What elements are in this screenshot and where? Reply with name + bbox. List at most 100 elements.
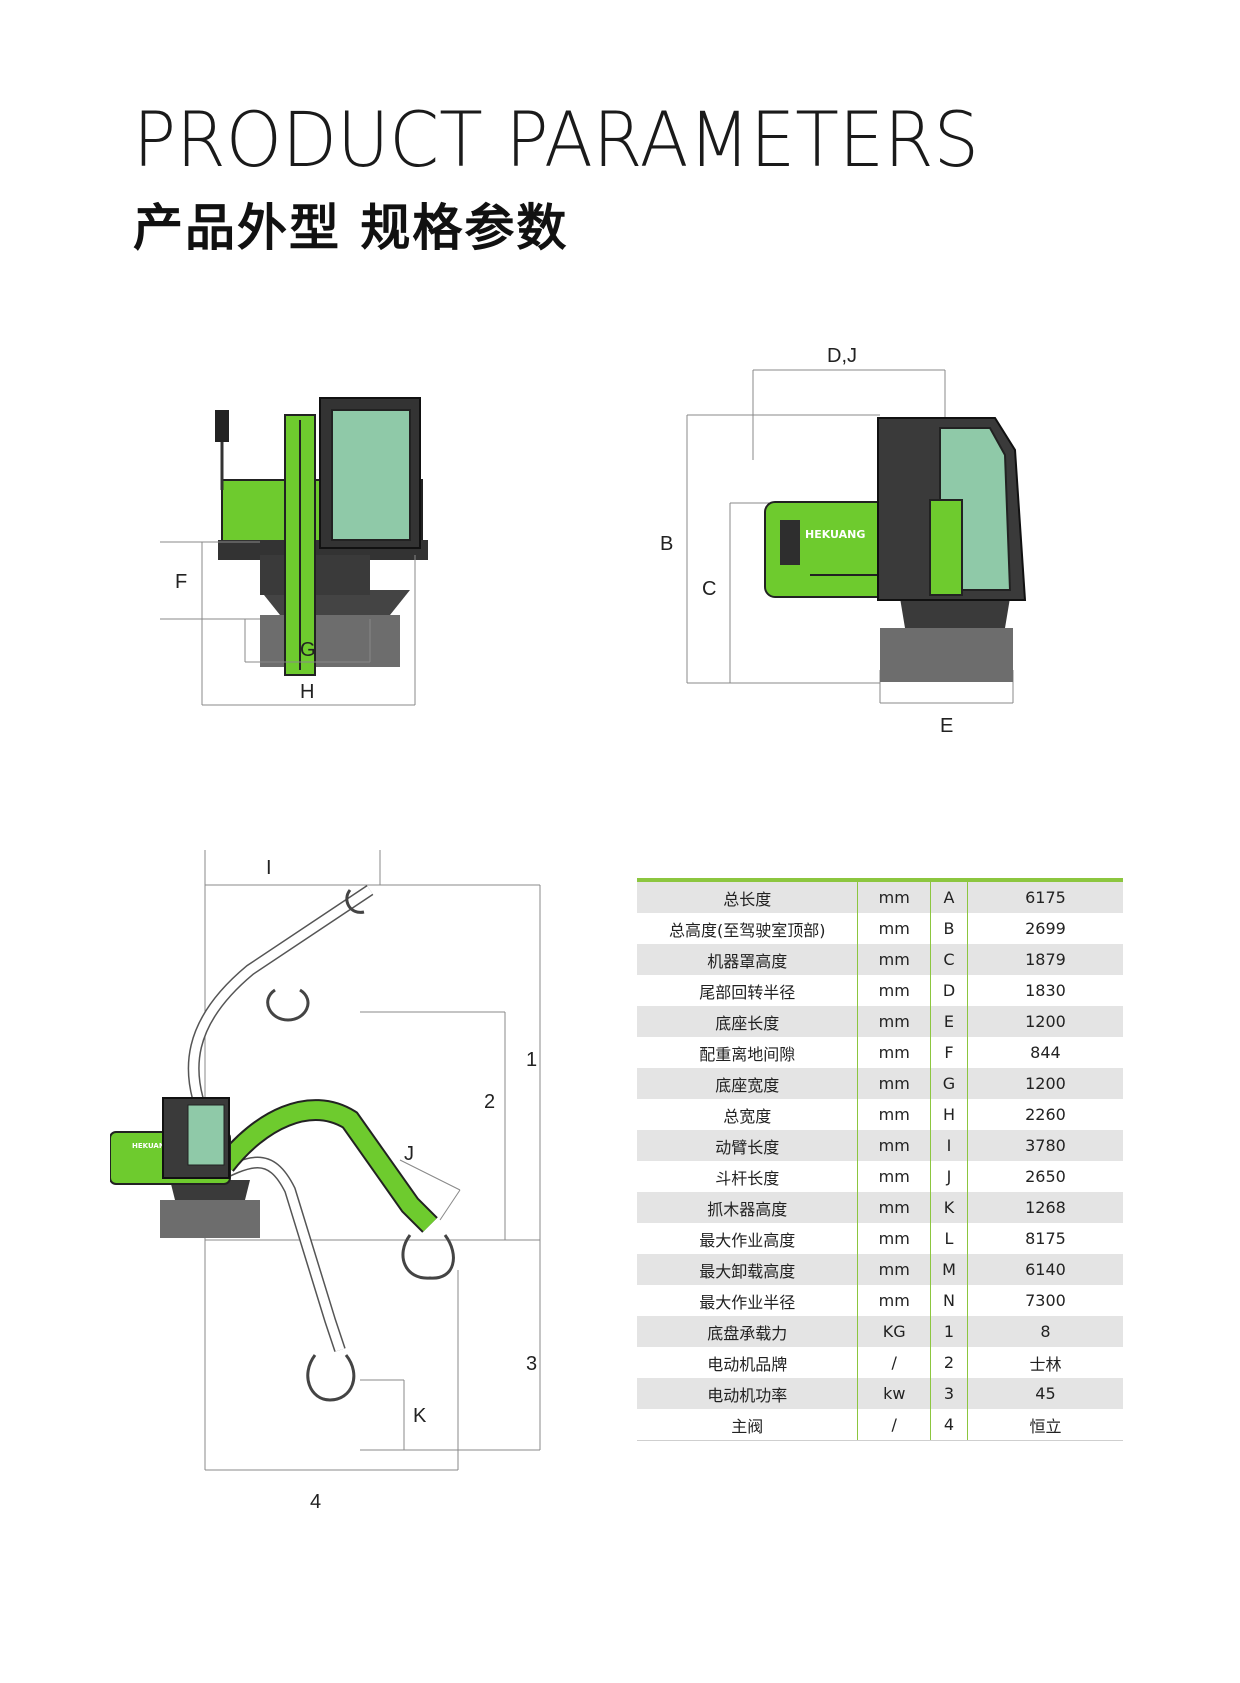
spec-value: 844 <box>967 1037 1123 1068</box>
spec-value: 6140 <box>967 1254 1123 1285</box>
spec-name: 主阀 <box>637 1409 859 1441</box>
page-title-cn: 产品外型 规格参数 <box>133 199 569 257</box>
spec-name: 最大卸载高度 <box>637 1254 859 1285</box>
label-I: I <box>266 857 272 879</box>
label-F: F <box>175 571 187 593</box>
spec-unit: kw <box>857 1378 932 1409</box>
spec-unit: / <box>857 1347 932 1378</box>
spec-name: 尾部回转半径 <box>637 975 859 1006</box>
label-H: H <box>300 681 314 703</box>
label-C: C <box>702 578 716 600</box>
spec-name: 电动机品牌 <box>637 1347 859 1378</box>
spec-name: 总宽度 <box>637 1099 859 1130</box>
spec-name: 总高度(至驾驶室顶部) <box>637 913 859 944</box>
side-front-panel <box>929 499 963 596</box>
spec-code: A <box>930 880 968 913</box>
label-J: J <box>404 1143 414 1165</box>
spec-name: 底盘承载力 <box>637 1316 859 1347</box>
spec-code: J <box>930 1161 968 1192</box>
spec-unit: mm <box>857 1285 932 1316</box>
side-brand-text: HEKUANG <box>805 528 865 541</box>
spec-unit: mm <box>857 913 932 944</box>
spec-code: D <box>930 975 968 1006</box>
reach-grapple-bottom <box>306 1354 356 1402</box>
label-3: 3 <box>526 1353 537 1375</box>
front-cab-glass <box>331 409 411 541</box>
spec-value: 1200 <box>967 1068 1123 1099</box>
spec-code: 2 <box>930 1347 968 1378</box>
spec-name: 抓木器高度 <box>637 1192 859 1223</box>
spec-name: 斗杆长度 <box>637 1161 859 1192</box>
spec-unit: mm <box>857 1037 932 1068</box>
label-2: 2 <box>484 1091 495 1113</box>
spec-unit: KG <box>857 1316 932 1347</box>
label-G: G <box>300 639 316 661</box>
front-mirror <box>215 410 229 442</box>
label-DJ: D,J <box>827 345 857 367</box>
spec-name: 机器罩高度 <box>637 944 859 975</box>
label-B: B <box>660 533 673 555</box>
spec-value: 1879 <box>967 944 1123 975</box>
spec-name: 底座宽度 <box>637 1068 859 1099</box>
spec-name: 总长度 <box>637 880 859 913</box>
spec-unit: mm <box>857 944 932 975</box>
spec-value: 2699 <box>967 913 1123 944</box>
reach-arm-raised <box>187 885 374 1133</box>
side-radiator-grille <box>780 520 800 565</box>
spec-unit: mm <box>857 975 932 1006</box>
spec-value: 1830 <box>967 975 1123 1006</box>
spec-code: 1 <box>930 1316 968 1347</box>
spec-value: 6175 <box>967 880 1123 913</box>
spec-unit: / <box>857 1409 932 1441</box>
reach-grapple-right <box>401 1234 455 1280</box>
spec-code: H <box>930 1099 968 1130</box>
side-base-pedestal <box>900 598 1010 628</box>
spec-value: 3780 <box>967 1130 1123 1161</box>
spec-code: K <box>930 1192 968 1223</box>
spec-value: 1268 <box>967 1192 1123 1223</box>
side-base-block <box>880 628 1013 682</box>
spec-code: M <box>930 1254 968 1285</box>
spec-unit: mm <box>857 1099 932 1130</box>
label-E: E <box>940 715 953 737</box>
spec-unit: mm <box>857 1006 932 1037</box>
spec-value: 45 <box>967 1378 1123 1409</box>
spec-code: 4 <box>930 1409 968 1441</box>
spec-unit: mm <box>857 1130 932 1161</box>
spec-value: 7300 <box>967 1285 1123 1316</box>
spec-value: 8175 <box>967 1223 1123 1254</box>
front-view-drawing: F G H <box>160 397 428 706</box>
spec-code: G <box>930 1068 968 1099</box>
spec-name: 底座长度 <box>637 1006 859 1037</box>
page-title-en: PRODUCT PARAMETERS <box>133 95 980 184</box>
spec-code: I <box>930 1130 968 1161</box>
spec-code: E <box>930 1006 968 1037</box>
reach-base-block <box>160 1200 260 1238</box>
spec-value: 1200 <box>967 1006 1123 1037</box>
label-1: 1 <box>526 1049 537 1071</box>
spec-value: 8 <box>967 1316 1123 1347</box>
spec-value: 2260 <box>967 1099 1123 1130</box>
spec-name: 动臂长度 <box>637 1130 859 1161</box>
spec-value: 恒立 <box>967 1409 1123 1441</box>
reach-cab-glass <box>187 1104 225 1166</box>
spec-name: 配重离地间隙 <box>637 1037 859 1068</box>
